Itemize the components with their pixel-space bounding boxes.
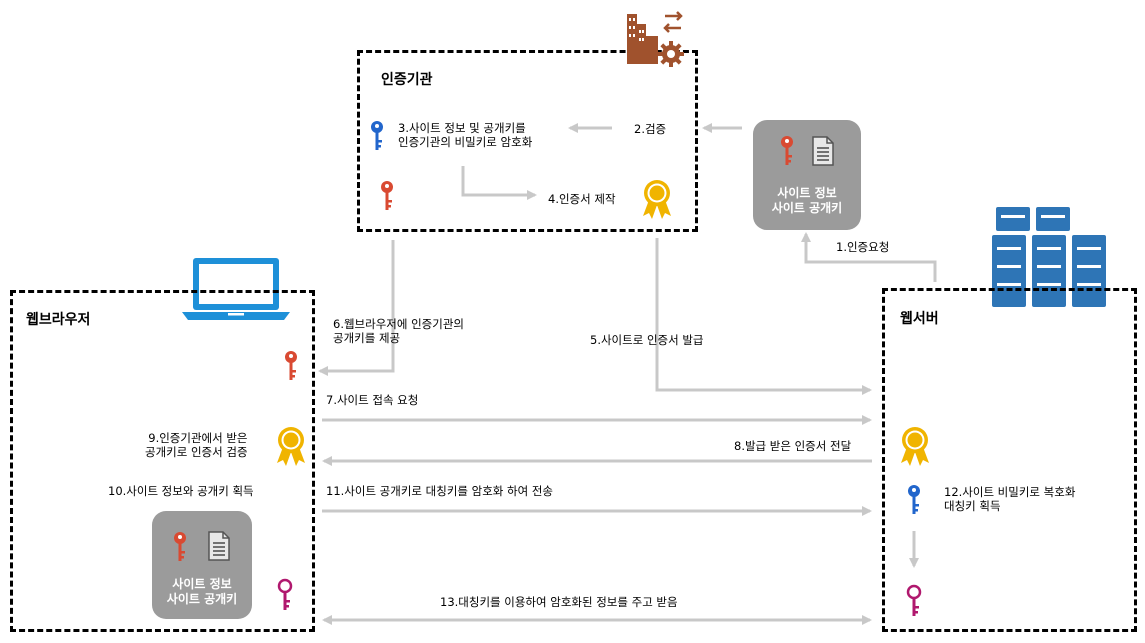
step2-label: 2.검증: [634, 122, 667, 136]
ca-private-key-icon: [371, 121, 383, 150]
step13-label: 13.대칭키를 이용하여 암호화된 정보를 주고 받음: [440, 595, 678, 609]
step10-label: 10.사이트 정보와 공개키 획득: [108, 484, 254, 498]
step11-label: 11.사이트 공개키로 대칭키를 암호화 하여 전송: [326, 484, 554, 498]
step6-label: 6.웹브라우저에 인증기관의 공개키를 제공: [333, 317, 465, 345]
certificate-icon: [901, 427, 929, 466]
ca-public-key-icon: [285, 351, 297, 380]
step3-label: 3.사이트 정보 및 공개키를 인증기관의 비밀키로 암호화: [398, 121, 533, 149]
server-title: 웹서버: [900, 311, 939, 327]
step12-label: 12.사이트 비밀키로 복호화 대칭키 획득: [944, 485, 1076, 513]
site-public-key-icon: [174, 532, 186, 561]
symmetric-key-icon: [277, 578, 293, 610]
step5-label: 5.사이트로 인증서 발급: [590, 333, 704, 347]
document-icon: [812, 136, 834, 166]
ca-box: [357, 50, 698, 232]
step8-label: 8.발급 받은 인증서 전달: [734, 439, 852, 453]
arrow-step5: [655, 238, 872, 395]
arrow-step6: [318, 240, 395, 376]
step7-label: 7.사이트 접속 요청: [326, 393, 419, 407]
arrow-step1: [801, 232, 937, 282]
browser-card-line2: 사이트 공개키: [166, 592, 238, 606]
building-icon: [627, 11, 684, 67]
step9-label: 9.인증기관에서 받은 공개키로 인증서 검증: [145, 431, 248, 459]
step1-label: 1.인증요청: [836, 240, 890, 254]
browser-site-info-card: 사이트 정보 사이트 공개키: [152, 511, 252, 619]
browser-box: [10, 290, 315, 632]
ca-card-line2: 사이트 공개키: [771, 201, 843, 215]
document-icon: [208, 531, 230, 561]
ca-card-line1: 사이트 정보: [777, 186, 837, 200]
certificate-icon: [643, 180, 671, 219]
site-public-key-icon: [781, 136, 793, 165]
ca-site-info-card: 사이트 정보 사이트 공개키: [753, 120, 861, 230]
ca-title: 인증기관: [381, 72, 433, 88]
browser-title: 웹브라우저: [26, 312, 91, 328]
certificate-icon: [277, 427, 305, 466]
site-private-key-icon: [908, 485, 920, 514]
browser-card-line1: 사이트 정보: [172, 577, 232, 591]
step4-label: 4.인증서 제작: [548, 192, 616, 206]
laptop-icon: [182, 258, 290, 320]
symmetric-key-icon: [906, 584, 922, 616]
site-public-key-icon: [381, 181, 393, 210]
server-box: [882, 288, 1137, 632]
arrow-step3-4: [461, 166, 537, 200]
